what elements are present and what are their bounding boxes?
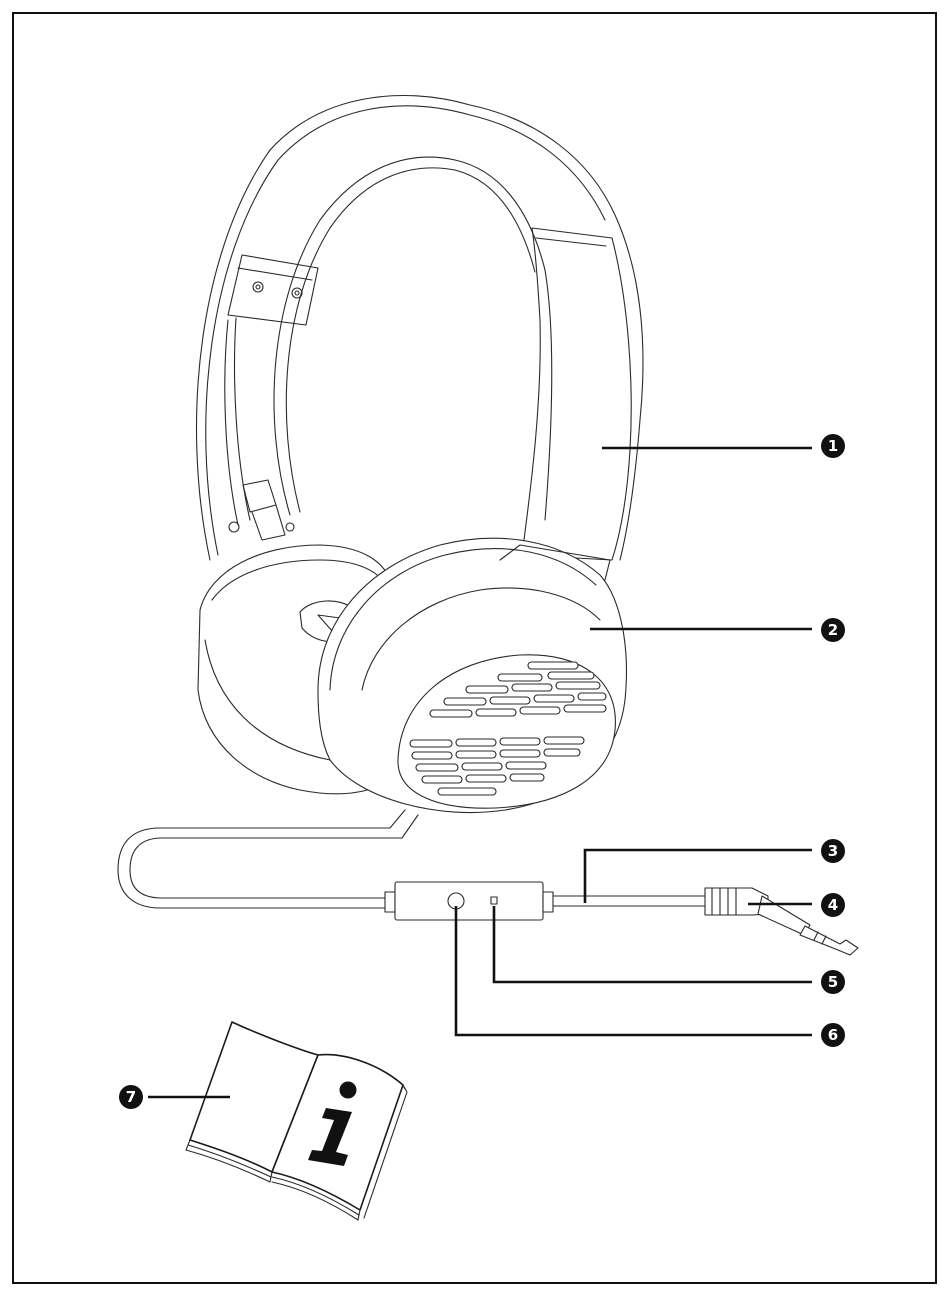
leader-3 — [585, 850, 812, 903]
inline-remote — [395, 882, 543, 920]
callout-number: 6 — [828, 1026, 838, 1044]
callout-number: 2 — [828, 621, 838, 639]
instruction-manual — [186, 1022, 407, 1220]
callout-number: 1 — [828, 437, 838, 455]
callout-number: 7 — [126, 1088, 136, 1106]
callout-badge-2: 2 — [821, 618, 845, 642]
callout-number: 3 — [828, 842, 838, 860]
callout-number: 5 — [828, 973, 838, 991]
callout-number: 4 — [828, 896, 838, 914]
callout-badge-1: 1 — [821, 434, 845, 458]
audio-plug-tip — [800, 926, 858, 955]
callout-badge-5: 5 — [821, 970, 845, 994]
callout-badge-4: 4 — [821, 893, 845, 917]
leader-6 — [456, 906, 812, 1035]
remote-collar-right — [543, 892, 553, 912]
remote-collar-left — [385, 892, 395, 912]
callout-badge-3: 3 — [821, 839, 845, 863]
callout-badge-6: 6 — [821, 1023, 845, 1047]
cable — [118, 810, 858, 955]
callout-badge-7: 7 — [119, 1085, 143, 1109]
headband — [197, 95, 643, 560]
